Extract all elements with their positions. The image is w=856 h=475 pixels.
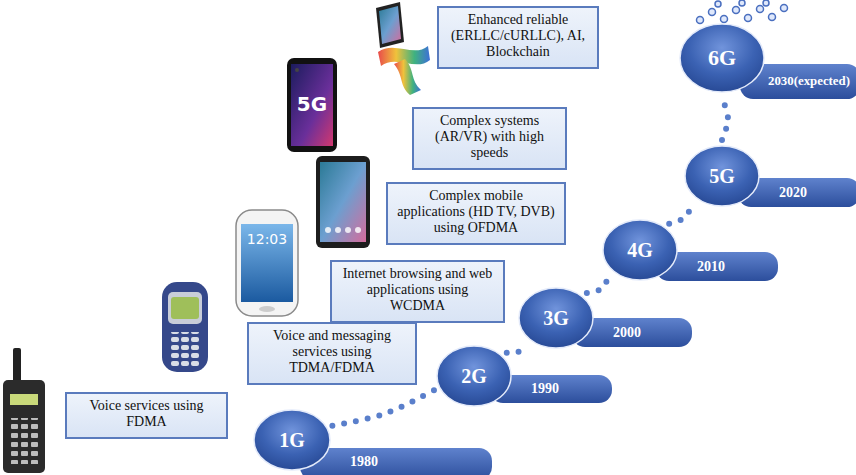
rising-dots	[697, 0, 788, 24]
app-icon	[355, 227, 361, 233]
dot	[757, 6, 764, 13]
dotted-connector	[587, 275, 609, 293]
dot	[709, 9, 716, 16]
description-box: Complex systems (AR/VR) with high speeds	[412, 107, 567, 170]
dot	[769, 14, 776, 21]
year-label: 2010	[697, 260, 725, 274]
generation-label: 1G	[279, 430, 305, 450]
description-text: Enhanced reliable (ERLLC/cURLLC), AI, Bl…	[445, 12, 591, 60]
description-box: Complex mobile applications (HD TV, DVB)…	[386, 182, 566, 245]
dot	[697, 17, 704, 24]
dot	[715, 1, 721, 7]
dotted-connector	[332, 390, 434, 426]
phone-keypad	[9, 418, 39, 464]
year-label: 2000	[613, 326, 641, 340]
year-label: 1980	[350, 455, 378, 469]
app-icon	[345, 227, 351, 233]
smartphone	[287, 58, 337, 152]
description-box: Internet browsing and web applications u…	[330, 260, 505, 323]
screen-text: 5G	[291, 94, 333, 114]
description-text: Voice and messaging services using TDMA/…	[255, 328, 409, 376]
generation-badge: 1G 1980	[254, 410, 492, 475]
year-label: 1990	[531, 382, 559, 396]
generation-circle	[519, 288, 593, 348]
description-text: Internet browsing and web applications u…	[338, 266, 497, 314]
description-text: Complex systems (AR/VR) with high speeds	[420, 113, 559, 161]
description-box: Enhanced reliable (ERLLC/cURLLC), AI, Bl…	[437, 6, 599, 69]
phone-screen	[241, 224, 293, 302]
rollable-phone	[376, 2, 404, 48]
screen-text: 12:03	[241, 232, 293, 246]
dot	[733, 7, 740, 14]
dotted-connector	[722, 98, 728, 140]
phone-screen	[291, 64, 333, 146]
description-box: Voice services using FDMA	[65, 392, 228, 439]
generation-label: 2G	[461, 366, 487, 386]
phone-faceplate	[168, 292, 202, 324]
year-label: 2020	[779, 186, 807, 200]
generation-label: 5G	[709, 166, 735, 186]
dot	[739, 0, 745, 6]
dotted-connector	[507, 341, 523, 353]
generation-circle	[254, 410, 330, 470]
generation-circle	[685, 146, 759, 206]
home-button	[259, 306, 275, 312]
smartphone	[316, 156, 370, 248]
generation-badge: 3G 2000	[519, 288, 692, 348]
smartphone	[236, 210, 298, 316]
dot	[721, 16, 728, 23]
phone-camera	[295, 68, 299, 72]
generation-circle	[603, 220, 677, 280]
description-box: Voice and messaging services using TDMA/…	[247, 322, 417, 385]
dotted-connector	[669, 202, 693, 223]
generation-label: 6G	[708, 47, 736, 69]
generation-badge: 4G 2010	[603, 220, 778, 281]
generation-label: 4G	[627, 240, 653, 260]
generation-circle	[680, 24, 764, 92]
generation-badge: 2G 1990	[437, 346, 612, 406]
year-label: 2030(expected)	[768, 75, 850, 88]
dot	[781, 5, 788, 12]
year-band	[300, 448, 492, 475]
app-icon	[325, 227, 331, 233]
dot	[763, 0, 769, 6]
phone-display	[10, 394, 38, 405]
feature-phone	[162, 282, 208, 372]
generation-circle	[437, 346, 511, 406]
phone-display	[171, 297, 199, 319]
generation-label: 3G	[543, 308, 569, 328]
description-text: Voice services using FDMA	[73, 398, 220, 430]
description-text: Complex mobile applications (HD TV, DVB)…	[394, 188, 558, 236]
generation-badge: 5G 2020	[685, 146, 856, 207]
flexible-display	[394, 59, 421, 95]
phone-keypad	[169, 332, 201, 366]
app-icon	[335, 227, 341, 233]
phone-screen	[320, 162, 366, 242]
brick-phone	[3, 380, 45, 473]
phone-antenna	[13, 348, 21, 384]
generation-badge: 6G 2030(expected)	[680, 24, 856, 99]
rollable-screen	[379, 6, 401, 44]
dot	[745, 15, 752, 22]
